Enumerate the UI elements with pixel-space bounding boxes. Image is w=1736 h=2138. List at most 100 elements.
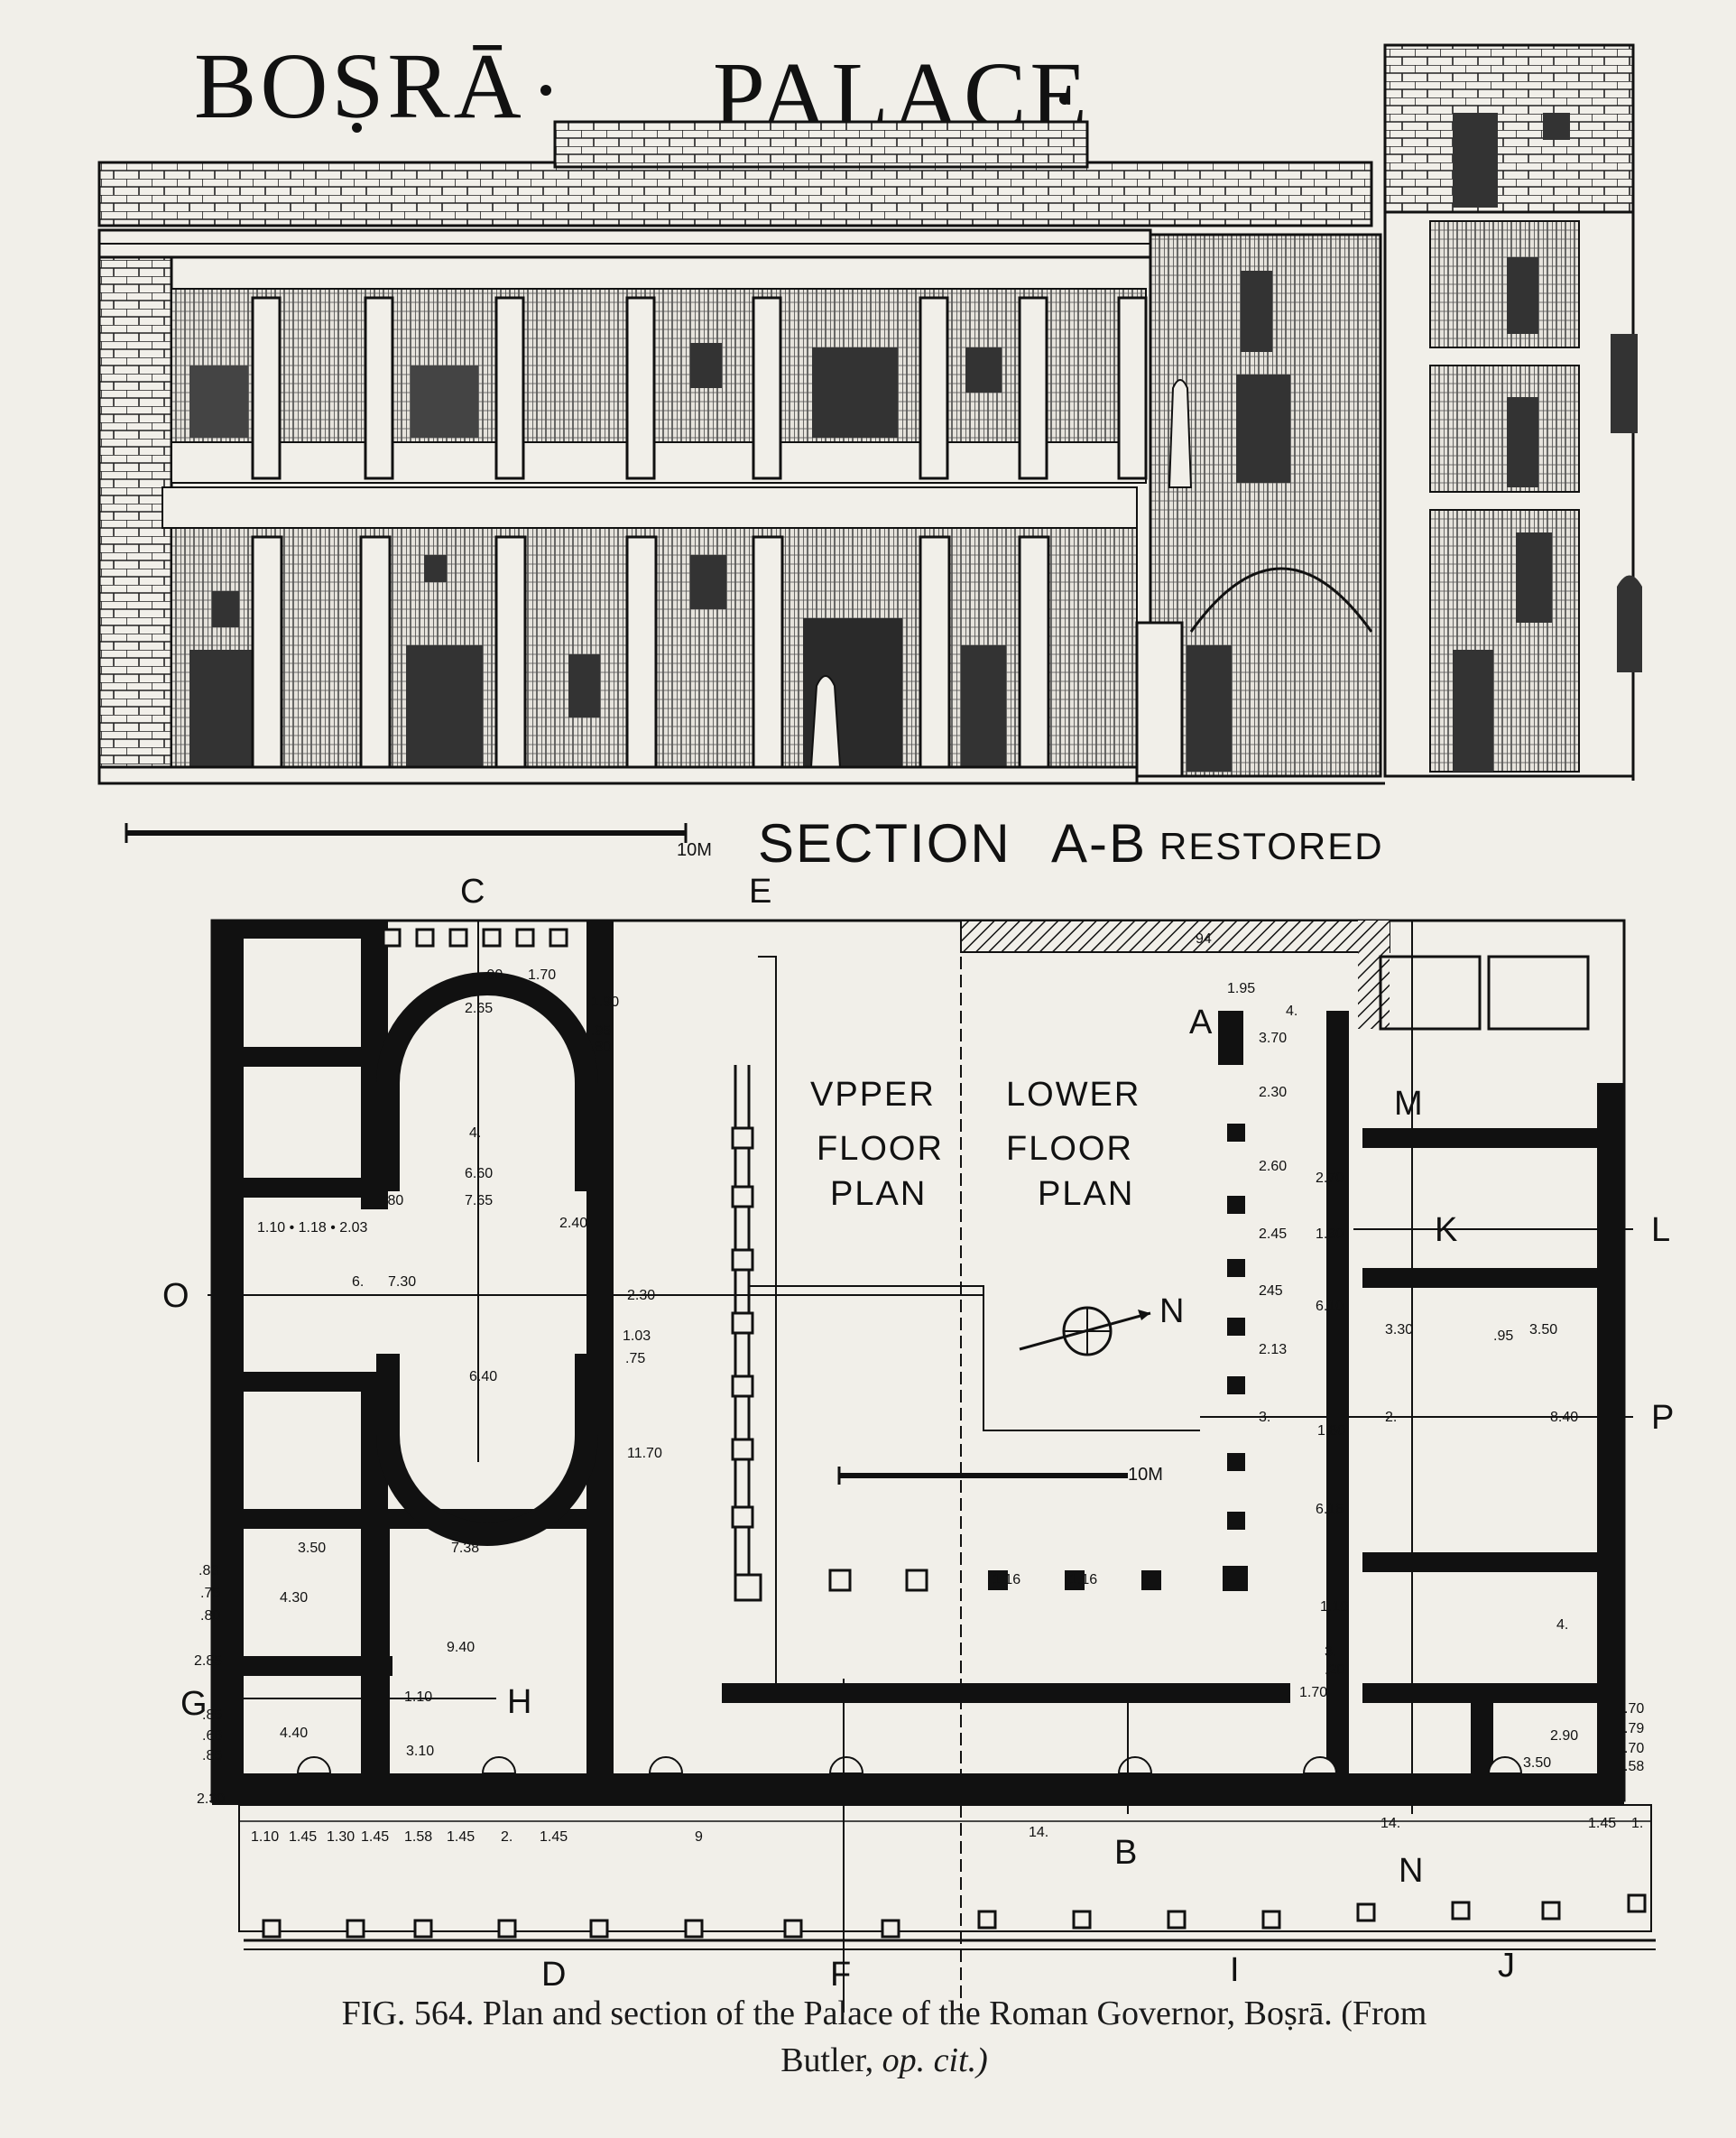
dim-68: .68 (202, 1728, 222, 1744)
dim-75b: .75 (200, 1586, 220, 1601)
section-title: SECTION A-B RESTORED (758, 813, 1384, 874)
dim-3a: 3. (1259, 1410, 1270, 1425)
marker-l: L (1651, 1211, 1670, 1249)
dim-130: 1.30 (1316, 1226, 1344, 1242)
marker-c: C (460, 873, 485, 911)
dim-79: .79 (1624, 1721, 1644, 1736)
dim-116a: 1.16 (993, 1572, 1020, 1587)
chain-dim: 2. (501, 1829, 512, 1845)
caption-fig-number: FIG. 564. (341, 1995, 475, 2032)
dim-4b: 4. (469, 1125, 481, 1141)
dim-4c: 4. (1556, 1617, 1568, 1633)
dim-765: 7.65 (465, 1193, 493, 1208)
dim-80a: .80 (591, 1040, 611, 1055)
dim-230c: 2.30 (197, 1791, 225, 1807)
dim-95b: .95 (1493, 1328, 1513, 1344)
section-cut: A-B (1051, 813, 1147, 874)
dim-3b: 3. (1325, 1644, 1336, 1660)
marker-g: G (180, 1685, 208, 1723)
chain-dim: 1.45 (447, 1829, 475, 1845)
section-markers: C E A M K L O P G H B N D F I J (162, 873, 1674, 1994)
upper-floor-line-1: VPPER (810, 1076, 936, 1114)
dim-195: 1.95 (1227, 981, 1255, 996)
dim-110b: 1.10 (404, 1689, 432, 1705)
caption-reference: op. cit.) (882, 2041, 988, 2079)
dim-230a: 2.30 (1259, 1085, 1287, 1100)
dim-240: 2.40 (559, 1216, 587, 1231)
section-label: SECTION (758, 813, 1011, 874)
dim-610: 6.10 (1316, 1299, 1344, 1314)
title-place: BOṢRĀ (194, 34, 525, 138)
dim-330: 3.30 (1385, 1322, 1413, 1337)
marker-i: I (1230, 1951, 1240, 1989)
caption-author: Butler, (780, 2041, 874, 2079)
dimension-labels: 94 1.95 4. 3.70 2.30 2.60 2.45 245 2.13 … (194, 931, 1644, 1807)
marker-p: P (1651, 1399, 1674, 1437)
dim-70b: .70 (1624, 1741, 1644, 1756)
dim-260: 2.60 (1259, 1159, 1287, 1174)
marker-f: F (830, 1956, 851, 1994)
dim-350a: 3.50 (1529, 1322, 1557, 1337)
dim-190b: 1.90 (591, 995, 619, 1010)
dim-310: 3.10 (406, 1744, 434, 1759)
dim-730: 7.30 (388, 1274, 416, 1290)
upper-floor-label: VPPER FLOOR PLAN (810, 1076, 942, 1213)
dim-350c: 3.50 (1523, 1755, 1551, 1771)
north-label: N (1159, 1292, 1184, 1330)
section-scale-bar: 10M (125, 823, 712, 860)
marker-o: O (162, 1277, 189, 1315)
dim-116b: 1.16 (1069, 1572, 1097, 1587)
marker-d: D (541, 1956, 566, 1994)
dim-430: 4.30 (280, 1590, 308, 1606)
chain-dim: 14. (1029, 1825, 1048, 1840)
chain-dim: 1.45 (540, 1829, 568, 1845)
figure-caption: FIG. 564. Plan and section of the Palace… (135, 1990, 1633, 2084)
bottom-dimension-chain: 1.10 1.45 1.30 1.45 1.58 1.45 2. 1.45 9 … (239, 1816, 1651, 1845)
plan-scale-label: 10M (1128, 1465, 1163, 1485)
dim-190a: .90 (483, 967, 503, 983)
dim-840: 8.40 (1550, 1410, 1578, 1425)
marker-m: M (1394, 1085, 1423, 1123)
dim-618: 6.18 (1316, 1502, 1344, 1517)
chain-dim: 1. (1631, 1816, 1643, 1831)
lower-floor-line-2: FLOOR (1006, 1130, 1133, 1168)
dim-290: 2.90 (1550, 1728, 1578, 1744)
dim-230b: 2.30 (627, 1288, 655, 1303)
chain-dim: 1.45 (361, 1829, 389, 1845)
chain-dim: 14. (1380, 1816, 1400, 1831)
chain-dim: 1.58 (404, 1829, 432, 1845)
dim-83: .83 (199, 1563, 218, 1578)
section-elevation (97, 43, 1642, 785)
dim-2: 2. (1385, 1410, 1397, 1425)
marker-n: N (1399, 1852, 1423, 1890)
chain-dim: 1.45 (1588, 1816, 1616, 1831)
chain-dim: 9 (695, 1829, 703, 1845)
upper-floor-line-3: PLAN (830, 1175, 927, 1213)
section-state: RESTORED (1159, 825, 1384, 867)
marker-e: E (749, 873, 771, 911)
dim-350b: 3.50 (298, 1541, 326, 1556)
dim-58: .58 (1624, 1759, 1644, 1774)
dim-80c: .80 (200, 1608, 220, 1624)
marker-j: J (1498, 1947, 1515, 1985)
dim-75a: .75 (625, 1351, 645, 1366)
dim-110a: 1.10 (1320, 1599, 1348, 1615)
dim-370: 3.70 (1259, 1031, 1287, 1046)
marker-b: B (1114, 1834, 1137, 1872)
dim-70a: .70 (1624, 1701, 1644, 1717)
dim-245b: 245 (1259, 1283, 1283, 1299)
dim-80b: .80 (383, 1193, 403, 1208)
dim-170a: 1.70 (1299, 1685, 1327, 1700)
dim-top-94: 94 (1196, 931, 1212, 947)
dim-640: 6.40 (469, 1369, 497, 1384)
dim-1170: 11.70 (627, 1446, 662, 1461)
dim-660: 6.60 (465, 1166, 493, 1181)
dim-95a: .95 (591, 1023, 611, 1039)
dim-940: 9.40 (447, 1640, 475, 1655)
dim-265: 2.65 (465, 1001, 493, 1016)
floor-plan: N 10M VPPER FLOOR PLAN LOWER FLOOR PLAN … (162, 873, 1674, 2022)
marker-k: K (1435, 1211, 1457, 1249)
plan-scale-bar: 10M (837, 1465, 1163, 1485)
dim-6: 6. (352, 1274, 364, 1290)
